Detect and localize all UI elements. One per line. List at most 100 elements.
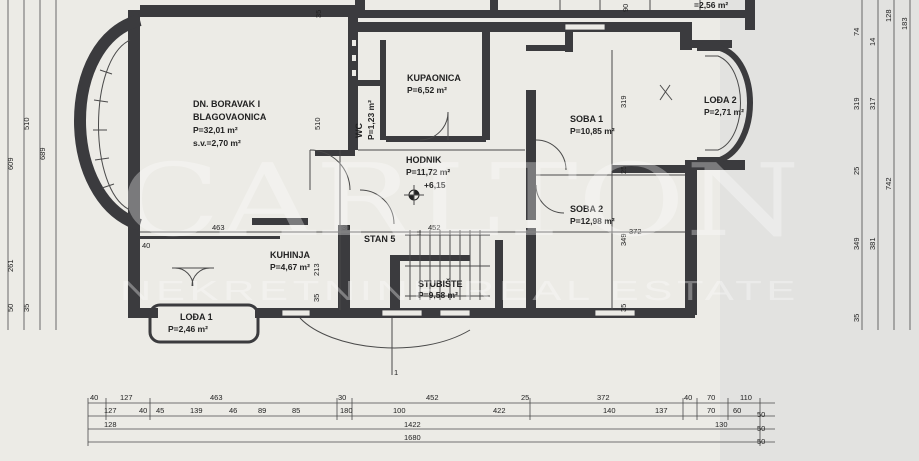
- interior-walls: [140, 10, 692, 310]
- room-area-soba2: P=12,98 m²: [570, 216, 615, 226]
- room-extra-boravak: s.v.=2,70 m²: [193, 138, 241, 148]
- right-dim-35: 35: [852, 314, 861, 322]
- bottom-dim-row2-422: 422: [493, 406, 506, 415]
- bottom-dim-row2-60: 60: [733, 406, 741, 415]
- right-dim-381: 381: [868, 237, 877, 250]
- living-room-bay-window: [98, 39, 131, 211]
- bottom-dim-row1-40: 40: [90, 393, 98, 402]
- dim-25: 25: [619, 166, 628, 174]
- room-name-boravak-line2: BLAGOVAONICA: [193, 112, 267, 122]
- bottom-dim-row2-40: 40: [139, 406, 147, 415]
- bottom-dim-row2-70: 70: [707, 406, 715, 415]
- right-dim-742: 742: [884, 177, 893, 190]
- right-dim-14: 14: [868, 38, 877, 46]
- bottom-dim-row2-89: 89: [258, 406, 266, 415]
- loda1-balcony: [148, 267, 260, 344]
- dim-463: 463: [212, 223, 225, 232]
- bottom-dim-row2-46: 46: [229, 406, 237, 415]
- dim-452: 452: [428, 223, 441, 232]
- room-name-kuhinja: KUHINJA: [270, 250, 311, 260]
- room-name-loda1: LOĐA 1: [180, 312, 213, 322]
- room-area-loda2: P=2,71 m²: [704, 107, 744, 117]
- room-area-stubiste: P=9,58 m²: [418, 290, 458, 300]
- bottom-dim-row1-463: 463: [210, 393, 223, 402]
- section-mark: 1: [394, 368, 398, 377]
- top-area-label: =2,56 m²: [694, 0, 728, 10]
- room-area-hodnik: P=11,72 m²: [406, 167, 450, 177]
- right-dim-183: 183: [900, 17, 909, 30]
- bottom-dim-row3-130: 130: [715, 420, 728, 429]
- apartment-label: STAN 5: [364, 234, 395, 244]
- room-name-kupaonica: KUPAONICA: [407, 73, 461, 83]
- room-name-boravak-line1: DN. BORAVAK I: [193, 99, 260, 109]
- bottom-dim-row2-137: 137: [655, 406, 668, 415]
- left-dim-689: 689: [38, 147, 47, 160]
- bottom-dim-row1-30: 30: [338, 393, 346, 402]
- dim-40: 40: [142, 241, 150, 250]
- level-label: +6,15: [424, 180, 446, 190]
- loda2-bay-inner: [705, 55, 741, 151]
- bay-window-mullions: [93, 69, 115, 189]
- dim-35-a: 35: [312, 294, 321, 302]
- dim-90: 90: [621, 4, 630, 12]
- right-dim-25: 25: [852, 167, 861, 175]
- bottom-dim-row2-127: 127: [104, 406, 117, 415]
- room-area-soba1: P=10,85 m²: [570, 126, 615, 136]
- entrance-arc: [299, 317, 471, 349]
- left-dim-261: 261: [6, 259, 15, 272]
- bottom-dim-row1-70: 70: [707, 393, 715, 402]
- bottom-dim-row3-128: 128: [104, 420, 117, 429]
- dim-35-c: 35: [619, 304, 628, 312]
- bottom-dim-row1-127: 127: [120, 393, 133, 402]
- watermark-sub: NEKRETNINE REAL ESTATE: [120, 275, 800, 306]
- dim-319: 319: [619, 95, 628, 108]
- right-dim-128: 128: [884, 9, 893, 22]
- room-name-loda2: LOĐA 2: [704, 95, 737, 105]
- bottom-dim-row2-100: 100: [393, 406, 406, 415]
- room-area-kuhinja: P=4,67 m²: [270, 262, 310, 272]
- right-dim-319: 319: [852, 97, 861, 110]
- partition-lines: [140, 50, 685, 310]
- right-dim-74: 74: [852, 28, 861, 36]
- room-name-hodnik: HODNIK: [406, 155, 442, 165]
- bottom-dim-row4-50: 50: [757, 437, 765, 446]
- dim-349: 349: [619, 233, 628, 246]
- bottom-dim-row1-452: 452: [426, 393, 439, 402]
- left-dim-510: 510: [22, 117, 31, 130]
- right-dim-317: 317: [868, 97, 877, 110]
- room-name-stubiste: STUBIŠTE: [418, 278, 463, 289]
- room-area-boravak: P=32,01 m²: [193, 125, 238, 135]
- watermark-main: CARLTON: [120, 142, 800, 259]
- doors: [309, 84, 673, 225]
- structural-column-marks: [352, 40, 356, 76]
- left-dim-50: 50: [6, 304, 15, 312]
- loda2-bay-wall: [697, 45, 753, 163]
- bottom-dim-row1-25: 25: [521, 393, 529, 402]
- dim-213: 213: [312, 263, 321, 276]
- bottom-dim-row2-50: 50: [757, 410, 765, 419]
- bottom-dim-row3-50: 50: [757, 424, 765, 433]
- bottom-dim-row1-110: 110: [740, 393, 752, 402]
- left-dim-609: 609: [6, 157, 15, 170]
- dim-510: 510: [313, 117, 322, 130]
- bottom-dim-row2-45: 45: [156, 406, 164, 415]
- dim-30: 30: [342, 223, 350, 232]
- bottom-dim-row2-139: 139: [190, 406, 203, 415]
- room-area-wc: P=1,23 m²: [366, 100, 376, 140]
- room-area-loda1: P=2,46 m²: [168, 324, 208, 334]
- staircase: [405, 230, 490, 300]
- bottom-dim-row1-40b: 40: [684, 393, 692, 402]
- bottom-dim-row4-1680: 1680: [404, 433, 421, 442]
- right-dimension-lines: [861, 0, 911, 330]
- living-room-bay-wall: [74, 14, 143, 231]
- bottom-dim-row3-1422: 1422: [404, 420, 421, 429]
- bottom-dim-row1-372: 372: [597, 393, 610, 402]
- dim-372: 372: [629, 227, 642, 236]
- room-name-soba1: SOBA 1: [570, 114, 603, 124]
- room-name-soba2: SOBA 2: [570, 204, 603, 214]
- room-name-wc: WC: [354, 123, 364, 138]
- bottom-dim-row2-180: 180: [340, 406, 353, 415]
- level-marker-icon: [404, 185, 424, 205]
- paper-shade: [720, 0, 919, 461]
- bottom-dim-row2-85: 85: [292, 406, 300, 415]
